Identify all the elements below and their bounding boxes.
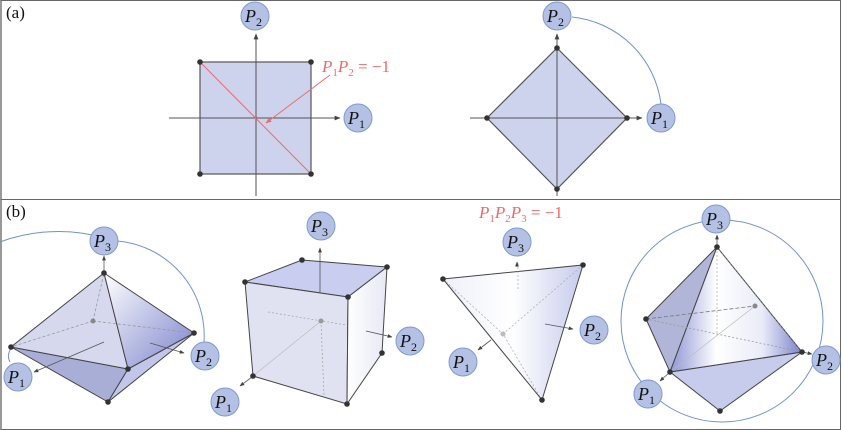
panel-b-label: (b) — [6, 202, 26, 221]
svg-text:P1: P1 — [637, 384, 655, 407]
octahedron-diagram: P3 P2 P1 — [0, 226, 220, 405]
svg-text:P2: P2 — [815, 350, 833, 373]
cube-diagram: P3 P2 P1 — [210, 211, 425, 417]
node-p2-cube: P2 — [395, 326, 425, 356]
svg-text:P3: P3 — [506, 232, 524, 255]
svg-text:P3: P3 — [93, 231, 111, 254]
node-p2-tet: P2 — [811, 345, 841, 375]
node-p2-tri: P2 — [579, 315, 609, 345]
node-p1-tet: P1 — [633, 379, 663, 409]
node-p1-diamond: P1 — [646, 103, 676, 133]
node-p3-cube: P3 — [306, 211, 336, 241]
svg-text:P2: P2 — [546, 6, 564, 29]
svg-text:P3: P3 — [310, 216, 328, 239]
svg-text:P2: P2 — [244, 6, 262, 29]
constraint-label-a: P1P2 = −1 — [321, 57, 390, 79]
node-p1-cube: P1 — [210, 387, 240, 417]
svg-text:P2: P2 — [194, 346, 212, 369]
node-p3-tri: P3 — [502, 227, 532, 257]
tetrahedron-circle-diagram: P3 P2 P1 — [620, 204, 841, 423]
svg-text:P1: P1 — [214, 392, 232, 415]
node-p1-oct: P1 — [3, 362, 33, 392]
svg-text:P3: P3 — [705, 209, 723, 232]
svg-text:P1: P1 — [7, 367, 25, 390]
svg-text:P2: P2 — [583, 320, 601, 343]
node-p1: P1 — [343, 103, 373, 133]
panel-a: (a) — [0, 0, 841, 200]
square-diagram: P1P2 = −1 P2 P1 — [169, 1, 390, 196]
panel-a-label: (a) — [6, 3, 25, 22]
tetrahedron-face-diagram: P1P2P3 = −1 P3 P2 P1 — [440, 203, 609, 403]
svg-text:P1: P1 — [650, 108, 668, 131]
node-p3-oct: P3 — [89, 226, 119, 256]
node-p2: P2 — [240, 1, 270, 31]
diamond-diagram: P2 P1 — [470, 1, 676, 196]
constraint-label-b: P1P2P3 = −1 — [478, 203, 563, 225]
node-p2-diamond: P2 — [542, 1, 572, 31]
node-p2-oct: P2 — [190, 341, 220, 371]
svg-text:P1: P1 — [347, 108, 365, 131]
node-p1-tri: P1 — [448, 347, 478, 377]
svg-text:P1: P1 — [452, 352, 470, 375]
node-p3-tet: P3 — [701, 204, 731, 234]
svg-text:P2: P2 — [399, 331, 417, 354]
